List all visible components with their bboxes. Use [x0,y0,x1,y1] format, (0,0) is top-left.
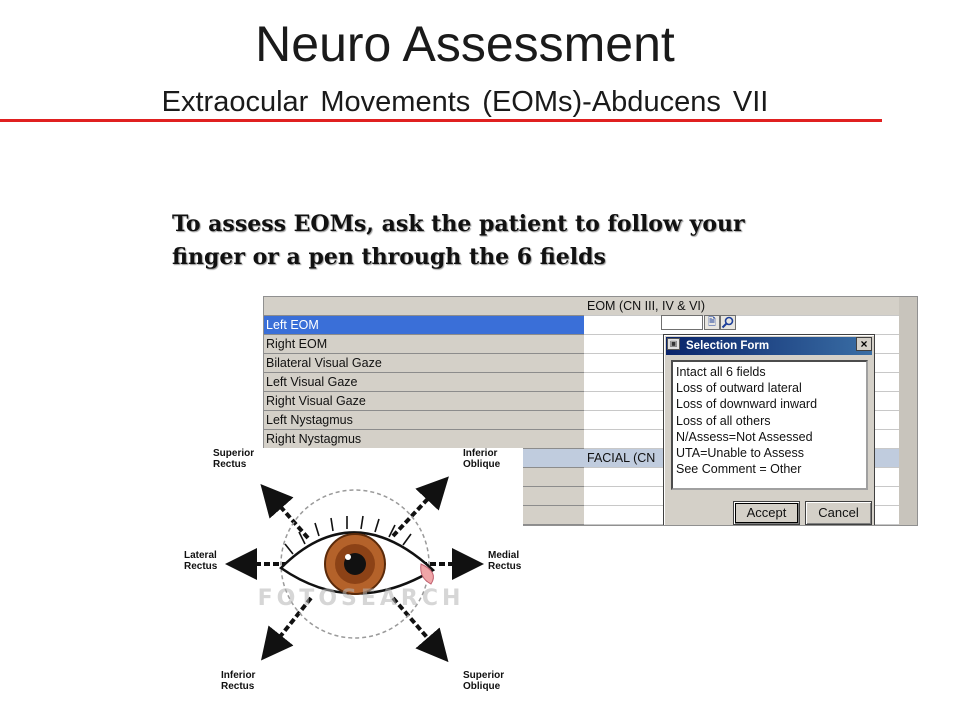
search-icon[interactable] [720,315,736,330]
caruncle [420,563,434,585]
label-line: Rectus [184,561,218,572]
ehr-right-gutter [899,297,917,525]
label-line: Inferior [221,670,256,681]
options-list[interactable]: Intact all 6 fields Loss of outward late… [671,360,868,490]
title-rule [0,119,882,122]
arrow-down-right [391,596,449,663]
ehr-row-right-eom[interactable]: Right EOM [264,335,584,354]
arrow-down-left [261,596,313,661]
ehr-row-left-visual-gaze[interactable]: Left Visual Gaze [264,373,584,392]
label-line: Oblique [463,459,501,470]
label-line: Rectus [213,459,247,470]
eyelashes [284,515,412,555]
list-item[interactable]: Loss of all others [676,413,771,428]
close-icon[interactable]: × [856,337,872,351]
label-lateral-rectus: Lateral Rectus [184,550,217,572]
ehr-header-row [264,297,584,316]
label-line: Inferior [463,448,498,459]
label-medial-rectus: Medial Rectus [488,550,521,572]
selection-form-dialog: Selection Form ▣ × Intact all 6 fields L… [663,334,875,525]
slide-subtitle: Extraocular Movements (EOMs)-Abducens VI… [161,86,769,118]
label-line: Superior [463,670,505,681]
accept-button[interactable]: Accept [733,501,800,525]
eyeball-outline [280,489,430,639]
ehr-column-header: EOM (CN III, IV & VI) [584,297,917,316]
ehr-row-left-nystagmus[interactable]: Left Nystagmus [264,411,584,430]
list-item[interactable]: Loss of outward lateral [676,381,802,396]
ehr-value-cell[interactable] [584,316,917,335]
label-line: Superior [213,448,255,459]
window-app-icon: ▣ [667,338,680,350]
instruction-line-1: To assess EOMs, ask the patient to follo… [172,211,745,237]
ehr-row-right-visual-gaze[interactable]: Right Visual Gaze [264,392,584,411]
arrow-up-left [260,483,310,540]
instruction-text: To assess EOMs, ask the patient to follo… [172,208,892,274]
stock-watermark: FOTOSEARCH [257,586,465,611]
eom-value-input[interactable] [661,315,703,330]
gaze-arrows [225,476,484,663]
ehr-row-bilateral-visual-gaze[interactable]: Bilateral Visual Gaze [264,354,584,373]
label-superior-oblique: Superior Oblique [463,670,504,692]
eye-muscle-diagram: Superior Rectus Inferior Oblique Lateral… [183,448,523,696]
list-item[interactable]: See Comment = Other [676,462,802,477]
dialog-title: Selection Form [686,340,770,352]
instruction-line-2: finger or a pen through the 6 fields [172,244,606,270]
label-inferior-rectus: Inferior Rectus [221,670,255,692]
label-line: Medial [488,550,520,561]
slide-title: Neuro Assessment [255,16,675,72]
label-line: Rectus [221,681,255,692]
ehr-row-left-eom[interactable]: Left EOM [264,316,584,335]
label-line: Rectus [488,561,522,572]
list-item[interactable]: Intact all 6 fields [676,365,766,379]
pupil-highlight [345,554,351,560]
list-item[interactable]: N/Assess=Not Assessed [676,429,813,444]
ehr-row-right-nystagmus[interactable]: Right Nystagmus [264,430,584,449]
label-inferior-oblique: Inferior Oblique [463,448,500,470]
label-superior-rectus: Superior Rectus [213,448,254,470]
eye-illustration [225,476,484,663]
document-icon[interactable]: 🗎 [704,315,720,330]
list-item[interactable]: UTA=Unable to Assess [676,446,804,461]
arrow-up-right [391,476,449,538]
list-item[interactable]: Loss of downward inward [676,397,818,412]
cancel-button[interactable]: Cancel [805,501,872,525]
dialog-titlebar[interactable]: Selection Form [666,337,872,355]
magnifier-glyph [721,316,734,329]
label-line: Oblique [463,681,501,692]
label-line: Lateral [184,550,217,561]
